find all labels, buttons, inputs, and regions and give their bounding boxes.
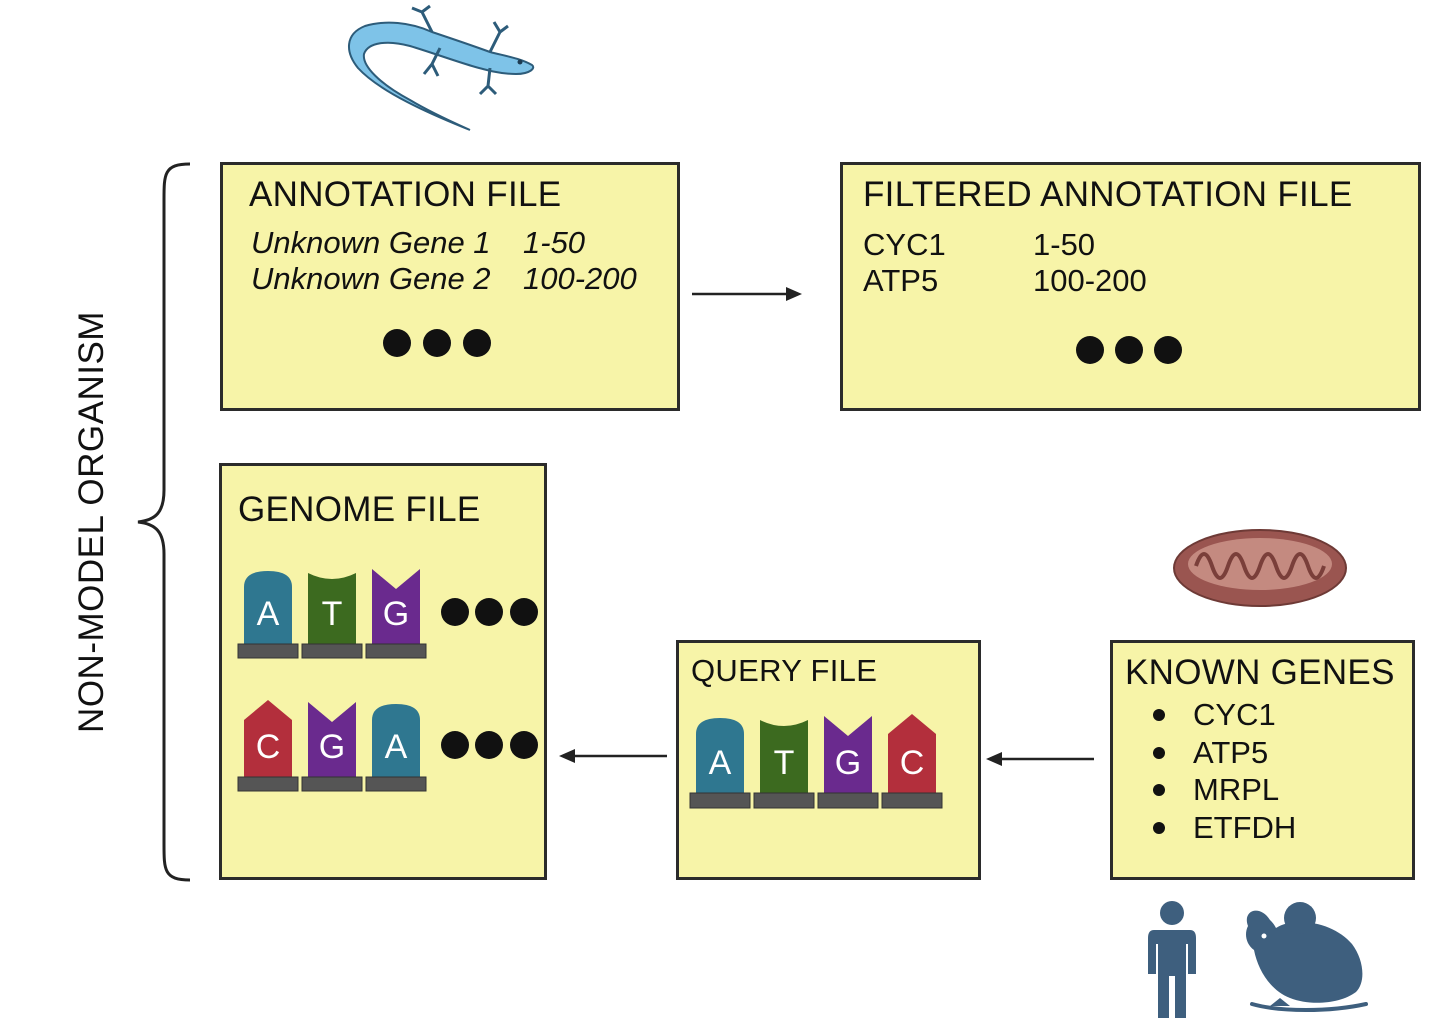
backbone-segment	[301, 776, 363, 792]
brace	[137, 162, 191, 882]
ellipsis-dot	[1115, 336, 1143, 364]
filtered-gene-name: CYC1	[863, 227, 946, 262]
base-letter: A	[709, 744, 732, 782]
base-letter: T	[322, 595, 343, 633]
annotation-gene-range: 100-200	[523, 261, 637, 296]
list-item: ETFDH	[1147, 809, 1296, 847]
filtered-gene-range: 100-200	[1033, 263, 1147, 298]
query-title: QUERY FILE	[691, 653, 878, 688]
base-block-g	[372, 569, 420, 647]
bullet-icon	[1153, 746, 1165, 759]
base-block-a	[696, 718, 744, 796]
ellipsis-dot	[475, 598, 503, 626]
bullet-icon	[1153, 784, 1165, 796]
ellipsis-dot	[441, 598, 469, 626]
base-letter: A	[385, 728, 408, 766]
base-letter: C	[900, 744, 925, 782]
base-block-g	[824, 716, 872, 796]
annotation-file-box: ANNOTATION FILE Unknown Gene 1 1-50 Unkn…	[220, 162, 680, 411]
backbone-segment	[365, 643, 427, 659]
ellipsis-dot	[423, 329, 451, 357]
side-label: NON-MODEL ORGANISM	[72, 311, 111, 733]
ellipsis-dot	[510, 731, 538, 759]
backbone-segment	[237, 643, 299, 659]
annotation-gene-name: Unknown Gene 2	[251, 261, 491, 296]
ellipsis-dot	[475, 731, 503, 759]
annotation-gene-name: Unknown Gene 1	[251, 225, 491, 260]
filtered-gene-range: 1-50	[1033, 227, 1096, 262]
backbone-segment	[301, 643, 363, 659]
genome-title: GENOME FILE	[238, 490, 481, 529]
filtered-annotation-box: FILTERED ANNOTATION FILE CYC1 1-50 ATP5 …	[840, 162, 1421, 411]
base-letter: G	[383, 595, 409, 633]
human-icon	[1148, 901, 1196, 1018]
base-block-c	[888, 714, 936, 796]
filtered-gene-name: ATP5	[863, 263, 939, 298]
mitochondrion-icon	[1173, 529, 1347, 607]
gene-name: CYC1	[1193, 697, 1276, 732]
ellipsis-dot	[463, 329, 491, 357]
mouse-icon	[1246, 902, 1368, 1012]
base-letter: A	[257, 595, 280, 633]
base-block-t	[760, 720, 808, 796]
base-letter: G	[835, 744, 861, 782]
annotation-title: ANNOTATION FILE	[249, 175, 562, 214]
gene-name: ETFDH	[1193, 809, 1297, 845]
known-genes-box: KNOWN GENES CYC1 ATP5 MRPL ETFDH	[1110, 640, 1415, 880]
backbone-segment	[881, 792, 943, 809]
genome-sequence-row-2: C G A	[237, 700, 427, 792]
ellipsis-dot	[1154, 336, 1182, 364]
base-block-a	[244, 571, 292, 647]
known-genes-title: KNOWN GENES	[1125, 653, 1395, 692]
backbone-segment	[817, 792, 879, 809]
backbone-segment	[689, 792, 751, 809]
bullet-icon	[1153, 709, 1165, 721]
base-letter: T	[774, 744, 795, 782]
ellipsis-dot	[383, 329, 411, 357]
annotation-gene-range: 1-50	[523, 225, 586, 260]
base-letter: G	[319, 728, 345, 766]
arrow-right-icon	[692, 287, 802, 301]
list-item: ATP5	[1147, 734, 1296, 772]
known-genes-list: CYC1 ATP5 MRPL ETFDH	[1147, 696, 1296, 846]
lizard-icon	[348, 4, 535, 131]
list-item: MRPL	[1147, 771, 1296, 809]
ellipsis-dot	[510, 598, 538, 626]
arrow-left-icon	[559, 749, 667, 763]
list-item: CYC1	[1147, 696, 1296, 734]
query-sequence: A T G C	[689, 714, 943, 809]
backbone-segment	[365, 776, 427, 792]
genome-file-box: GENOME FILE	[219, 463, 547, 880]
filtered-title: FILTERED ANNOTATION FILE	[863, 175, 1353, 214]
gene-name: ATP5	[1193, 734, 1269, 770]
base-block-c	[244, 700, 292, 780]
backbone-segment	[237, 776, 299, 792]
arrow-left-icon	[986, 752, 1094, 766]
ellipsis-dot	[441, 731, 469, 759]
base-letter: C	[256, 728, 281, 766]
bullet-icon	[1153, 821, 1165, 834]
base-block-t	[308, 573, 356, 647]
base-block-g	[308, 702, 356, 780]
base-block-a	[372, 704, 420, 780]
ellipsis-dot	[1076, 336, 1104, 364]
genome-sequence-row-1: A T G	[237, 569, 427, 659]
backbone-segment	[753, 792, 815, 809]
gene-name: MRPL	[1193, 772, 1280, 807]
